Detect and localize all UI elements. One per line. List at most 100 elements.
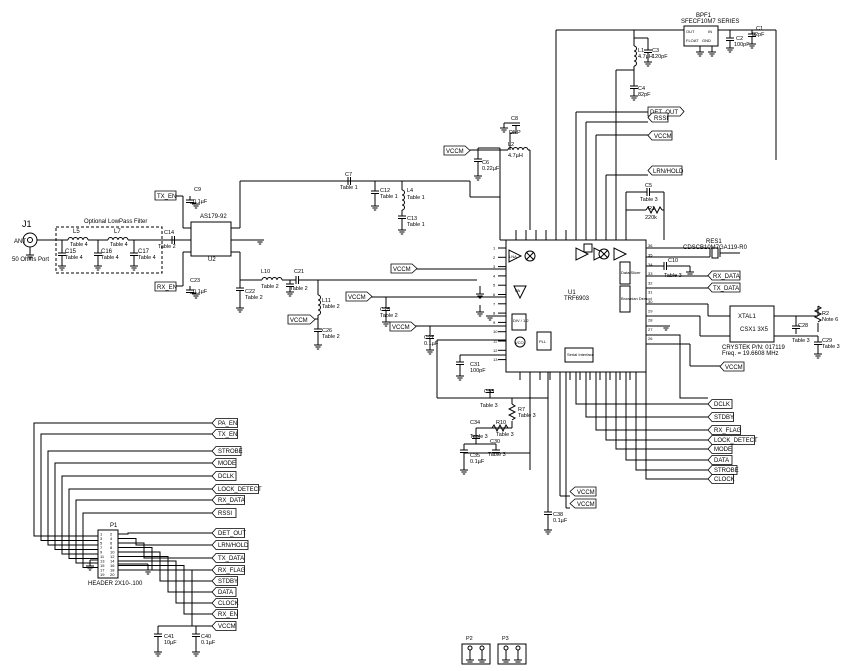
bpf1-ref: BPF1 [696,13,712,19]
bpf1-pin-out: OUT [686,29,695,34]
p1-pin-number: 13 [100,559,105,564]
stdby-flag: STDBY [707,412,734,422]
c25-ref: C25 [380,307,390,313]
u2-box [190,221,232,257]
vccm-flag-right: VCCM [719,361,745,372]
c7-ref: C7 [345,172,352,178]
u1-pin-number: 3 [493,264,496,269]
p1-right-bus-line [118,532,212,535]
vccm-flag-u1-pin5: VCCM [345,291,373,302]
rx-data-flag-right: RX_DATA [707,270,741,281]
tx-data-flag-p1: TX_DATA [211,553,245,563]
p1-pin-number: 5 [100,541,103,546]
demod-label: Brownian Demod [621,296,652,301]
bpf1-box [683,25,719,47]
pll-label: PLL [539,339,547,344]
u1-pin-number: 7 [493,301,496,306]
svg-text:VCCM: VCCM [348,295,366,301]
filter-boundary [55,226,163,274]
c26-ref: C26 [322,328,332,334]
u1-pin-number: 28 [648,318,653,323]
det-out-flag-p1: DET_OUT [211,528,246,538]
c16-value: Table 4 [101,255,119,261]
r10-ref: R10 [496,420,506,426]
data-slicer-label: Data Slicer [621,270,641,275]
vco-symbol [514,336,526,348]
c2-ref: C2 [736,36,743,42]
c6-ref: C6 [482,160,489,166]
c34-ref: C34 [470,420,480,426]
top-flags-wiring [575,111,648,230]
p1-ref: P1 [110,523,118,529]
control-bus-line [646,334,708,399]
u1-pin-number: 1 [493,246,496,251]
p1-pin-number: 12 [110,554,115,559]
c1-value: 82pF [752,32,765,38]
c40-value: 0.1µF [201,640,216,646]
c26-value: Table 2 [322,334,340,340]
svg-text:TX_EN: TX_EN [157,194,176,200]
svg-text:VCCM: VCCM [290,318,308,324]
svg-text:TX_DATA: TX_DATA [713,286,739,292]
r1-value: 220k [645,215,657,221]
xtal1-part: CSX1 3X5 [740,327,769,333]
svg-text:STROBE: STROBE [218,449,243,455]
u1-part: TRF6903 [564,296,590,302]
control-bus-line [575,372,708,405]
c28-value: Table 3 [792,338,810,344]
lock-detect-flag: LOCK_DETECT [707,435,758,445]
p1-pin-number: 18 [110,568,115,573]
xtal1-box [729,305,775,343]
p1-pin-number: 2 [110,532,113,537]
pll-block [536,331,552,351]
mode-flag: MODE [707,444,733,454]
l7-value: Table 4 [110,242,128,248]
control-bus-line [625,372,708,461]
p1-right-bus-line [118,542,212,559]
c1-ref: C1 [756,26,763,32]
c21-ref: C21 [294,269,304,275]
serial-interface-block [564,347,594,363]
p3-connector: P3 [497,636,527,665]
u1-bottom-pins [519,372,631,380]
svg-text:RX_EN: RX_EN [157,285,177,291]
p1-left-bus-line [75,499,212,564]
c23-value: 0.1µF [193,289,208,295]
svg-text:VCCM: VCCM [393,267,411,273]
p1-part: HEADER 2X10-.100 [88,581,143,587]
p1-pin-number: 4 [110,536,113,541]
c4-ref: C4 [638,86,645,92]
c28-ref: C28 [798,323,808,329]
mixer-symbol [524,250,536,262]
c31-ref: C31 [470,362,480,368]
c38-value: 0.1µF [553,518,568,524]
p1-pin-number: 17 [100,568,105,573]
svg-text:VCCM: VCCM [725,365,743,371]
u1-pin-number: 32 [648,280,653,285]
c33-value: Table 3 [480,403,498,409]
svg-text:DATA: DATA [218,590,233,596]
data-flag-p1: DATA [211,587,237,597]
svg-text:VCCM: VCCM [577,502,595,508]
u1-pin-number: 29 [648,308,653,313]
l1-ref: L1 [638,48,644,54]
p1-pin-number: 3 [100,536,103,541]
c31-value: 100pF [470,368,486,374]
svg-text:VCCM: VCCM [392,325,410,331]
p1-pin-number: 20 [110,572,115,577]
p1-pin-number: 14 [110,559,115,564]
res1-resonator [646,247,740,259]
svg-text:DCLK: DCLK [714,402,730,408]
lrn-hold-flag-top: LRN/HOLD [647,165,684,176]
c2-value: 100pF [734,42,750,48]
svg-text:VCCM: VCCM [577,490,595,496]
control-bus-line [615,372,708,450]
r7-value: Table 3 [518,413,536,419]
loop-filter [459,372,531,475]
rx-data-flag-p1: RX_DATA [211,495,245,505]
r7-ref: R7 [518,407,525,413]
r10-value: Table 3 [496,432,514,438]
svg-text:DET_OUT: DET_OUT [218,531,246,537]
